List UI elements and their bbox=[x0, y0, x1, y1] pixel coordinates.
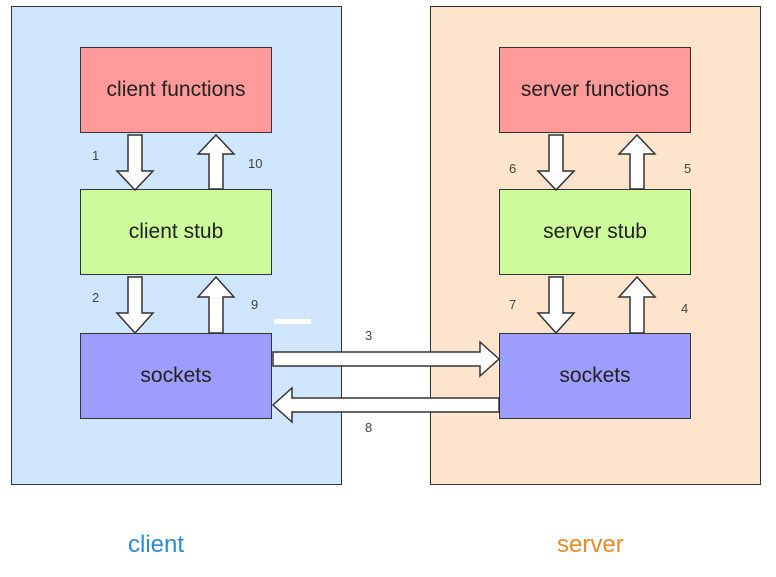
server-stub-box: server stub bbox=[499, 189, 691, 275]
client-side-label: client bbox=[128, 531, 185, 558]
arrow-step-2 bbox=[115, 276, 155, 335]
client-functions-box: client functions bbox=[80, 47, 272, 133]
arrow-step-5 bbox=[617, 133, 657, 190]
arrow-step-4 bbox=[617, 275, 657, 334]
client-functions-label: client functions bbox=[106, 78, 246, 101]
arrow-step-8 bbox=[271, 386, 500, 424]
step-1-label: 1 bbox=[92, 148, 100, 163]
arrow-step-1 bbox=[115, 134, 155, 192]
client-sockets-box: sockets bbox=[80, 333, 272, 419]
step-10-label: 10 bbox=[248, 156, 263, 171]
step-7-label: 7 bbox=[509, 297, 517, 312]
server-stub-label: server stub bbox=[543, 220, 647, 243]
white-mark bbox=[274, 319, 311, 324]
step-3-label: 3 bbox=[365, 328, 373, 343]
server-sockets-label: sockets bbox=[559, 364, 631, 387]
server-functions-box: server functions bbox=[499, 47, 691, 133]
step-9-label: 9 bbox=[251, 297, 259, 312]
step-8-label: 8 bbox=[365, 420, 373, 435]
server-side-label: server bbox=[557, 531, 624, 558]
arrow-step-3 bbox=[272, 340, 501, 378]
client-sockets-label: sockets bbox=[140, 364, 212, 387]
arrow-step-9 bbox=[196, 275, 236, 334]
step-4-label: 4 bbox=[681, 301, 689, 316]
client-stub-label: client stub bbox=[128, 220, 224, 243]
step-5-label: 5 bbox=[684, 161, 692, 176]
server-sockets-box: sockets bbox=[499, 333, 691, 419]
arrow-step-7 bbox=[536, 276, 576, 335]
step-6-label: 6 bbox=[509, 161, 517, 176]
arrow-step-10 bbox=[196, 133, 236, 190]
arrow-step-6 bbox=[536, 134, 576, 192]
server-functions-label: server functions bbox=[520, 78, 670, 101]
client-stub-box: client stub bbox=[80, 189, 272, 275]
step-2-label: 2 bbox=[92, 290, 100, 305]
